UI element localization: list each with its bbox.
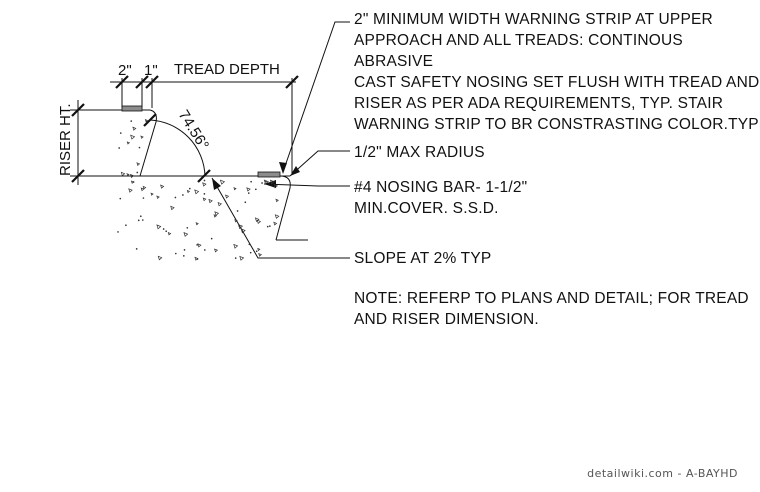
nosing-bar-leader <box>263 183 350 187</box>
angle-arc <box>149 119 206 177</box>
warning-strip-leader <box>282 21 350 173</box>
note-nosing-bar: #4 NOSING BAR- 1-1/2" MIN.COVER. S.S.D. <box>354 179 528 217</box>
note-warning-strip: 2" MINIMUM WIDTH WARNING STRIP AT UPPER … <box>354 11 760 133</box>
upper-warning-strip <box>121 105 143 112</box>
note-general: NOTE: REFERP TO PLANS AND DETAIL; FOR TR… <box>354 290 749 328</box>
dim-offset: 1" <box>144 62 158 79</box>
watermark: detailwiki.com - A-BAYHD <box>587 467 738 480</box>
radius-arrow <box>290 166 300 176</box>
warning-strip-arrow <box>279 162 287 174</box>
note-max-radius: 1/2" MAX RADIUS <box>354 144 485 161</box>
lower-warning-strip <box>257 171 281 178</box>
dim-tread-depth: TREAD DEPTH <box>174 61 280 78</box>
radius-leader <box>289 150 350 177</box>
slope-arrow <box>212 178 221 190</box>
concrete-hatch <box>117 119 280 261</box>
dim-strip-width: 2" <box>118 62 132 79</box>
note-slope: SLOPE AT 2% TYP <box>354 250 492 267</box>
nosing-bar-arrow <box>264 180 276 188</box>
slope-leader <box>211 177 350 259</box>
lower-riser-line <box>275 175 291 241</box>
dim-riser-height: RISER HT. <box>57 103 74 176</box>
